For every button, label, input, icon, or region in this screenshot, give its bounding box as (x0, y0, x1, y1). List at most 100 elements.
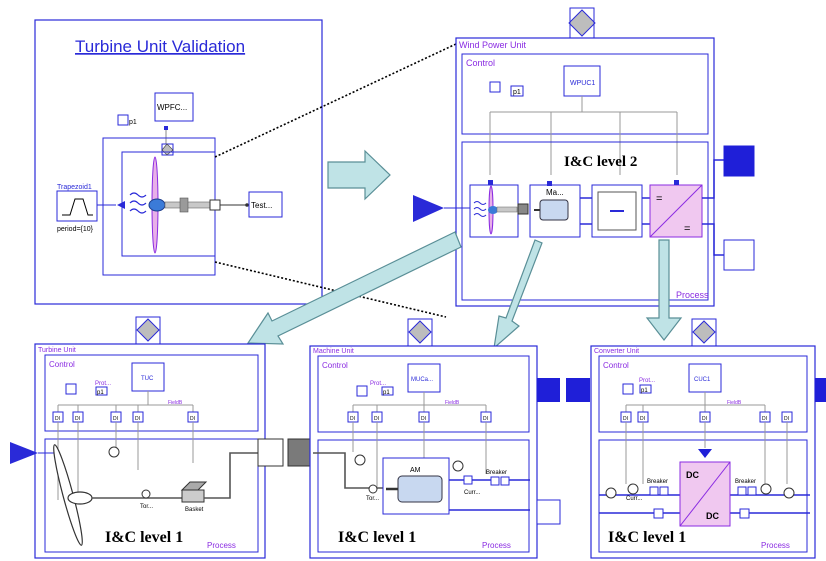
test-label: Test... (251, 201, 272, 210)
tu-title: Turbine Unit (38, 347, 76, 354)
tu-di-4-label: DI (135, 416, 140, 422)
cu-di-5-label: DI (784, 416, 789, 422)
wpu-hub-icon (488, 206, 498, 214)
trapezoid-icon (62, 198, 93, 216)
mu-control-label: Control (322, 361, 348, 370)
tuc-block[interactable] (131, 362, 165, 392)
cuc-label: CUC1 (694, 377, 711, 383)
tu-prot-label: Prot... (95, 381, 111, 387)
converter-unit: Converter Unit Control CUC1 Prot... p1 F… (566, 318, 816, 559)
mu-motor-icon (397, 475, 443, 503)
cu-input-port-filled (566, 378, 590, 402)
tu-torque-label: Tor... (140, 504, 153, 510)
wpu-converter-eq-top: = (656, 193, 662, 205)
mu-breaker-b[interactable] (500, 476, 510, 486)
cu-breaker-right-a[interactable] (737, 486, 747, 496)
cu-di-2-label: DI (640, 416, 645, 422)
wpu-machine-label: Ma... (546, 188, 564, 197)
wpu-title: Wind Power Unit (459, 40, 527, 50)
mu-current-box (463, 475, 473, 485)
cu-level-label: I&C level 1 (608, 529, 686, 546)
mu-title: Machine Unit (313, 348, 354, 355)
mu-process-label: Process (482, 541, 511, 550)
wpu-output-port-empty (723, 239, 755, 271)
wpu-output-link-top (702, 159, 728, 199)
mu-current-sensor-icon (452, 460, 464, 472)
tu-p1-box (95, 386, 108, 396)
cu-breaker-left-label: Breaker (647, 479, 668, 485)
tu-di-2-label: DI (75, 416, 80, 422)
wpu-control-label: Control (466, 58, 495, 68)
input-arrow-icon (117, 201, 125, 209)
tu-speed-sensor-icon (108, 446, 120, 458)
cu-top-diamond-icon (692, 320, 716, 344)
cu-fieldbus-label: FieldB (727, 400, 742, 406)
muc-block[interactable] (407, 363, 441, 393)
cuc-block[interactable] (688, 363, 722, 393)
wpfc-port (164, 126, 168, 130)
cu-current-label: Curr... (626, 496, 643, 502)
wpu-input-arrow-icon (413, 195, 444, 222)
wpu-output-link-bottom (702, 223, 728, 256)
tu-fieldbus (57, 391, 194, 412)
trapezoid-block[interactable] (56, 190, 98, 222)
cu-electrical-links (599, 494, 810, 514)
period-label: period={10} (57, 226, 94, 233)
test-port (245, 203, 249, 207)
mu-fieldbus (352, 392, 487, 412)
tu-di-row: DI DI DI DI DI (52, 411, 199, 423)
validation-title: Turbine Unit Validation (75, 37, 245, 56)
cu-sensor-links (625, 422, 788, 484)
wpu-machine-port (547, 181, 552, 186)
gear-icon (179, 197, 189, 213)
mu-breaker-a[interactable] (490, 476, 500, 486)
tu-p1-label: p1 (97, 390, 104, 396)
mu-param-box (356, 385, 368, 397)
wpfc-block[interactable] (154, 92, 194, 122)
cu-voltage-sensor-right-icon (783, 487, 795, 499)
mu-output-port-filled (537, 378, 560, 402)
cu-dc-top-label: DC (686, 470, 699, 480)
wpu-control-frame (461, 53, 709, 135)
cu-filter-left (653, 508, 664, 519)
cu-filter-right (739, 508, 750, 519)
cu-dcdc-diagonal (679, 461, 731, 527)
machine-unit: Machine Unit Control MUCa... Prot... p1 … (309, 318, 538, 559)
cu-breaker-right-b[interactable] (747, 486, 757, 496)
mu-level-label: I&C level 1 (338, 529, 416, 546)
cu-breaker-left-b[interactable] (659, 486, 669, 496)
tu-top-diamond-icon (136, 318, 160, 342)
wpuc-block[interactable] (563, 65, 601, 97)
cu-breaker-right-label: Breaker (735, 479, 756, 485)
tu-hub-icon (67, 491, 93, 505)
tu-torque-sensor-icon (141, 489, 151, 499)
cu-control-frame (598, 355, 808, 433)
cu-di-4-label: DI (762, 416, 767, 422)
mu-p1-label: p1 (383, 390, 390, 396)
tu-process-label: Process (207, 541, 236, 550)
cu-breaker-left-a[interactable] (649, 486, 659, 496)
tu-fieldbus-label: FieldB (168, 400, 183, 406)
cu-control-arrow-icon (698, 449, 712, 458)
mu-di-3-label: DI (421, 416, 426, 422)
p1-label: p1 (129, 119, 137, 126)
wpu-output-port-filled (723, 145, 755, 177)
turbine-unit: Turbine Unit Control TUC Prot... p1 Fiel… (10, 316, 266, 559)
cu-control-label: Control (603, 361, 629, 370)
test-block[interactable] (248, 191, 283, 218)
wpu-wind-icon (473, 201, 487, 217)
tu-di-1-label: DI (55, 416, 60, 422)
cu-title: Converter Unit (594, 348, 639, 355)
mu-torque-label: Tor... (366, 496, 379, 502)
mu-torque-sensor-icon (368, 484, 378, 494)
wind-icon (129, 192, 147, 214)
wpu-top-diamond-icon (568, 9, 596, 37)
wpfc-label: WPFC... (157, 103, 187, 112)
wpu-gear-coupling (517, 203, 529, 215)
cu-dc-bottom-label: DC (706, 511, 719, 521)
wpu-turbine-port (488, 180, 493, 185)
cu-prot-label: Prot... (639, 378, 655, 384)
tu-control-label: Control (49, 360, 75, 369)
tu-input-arrow-icon (10, 442, 38, 464)
